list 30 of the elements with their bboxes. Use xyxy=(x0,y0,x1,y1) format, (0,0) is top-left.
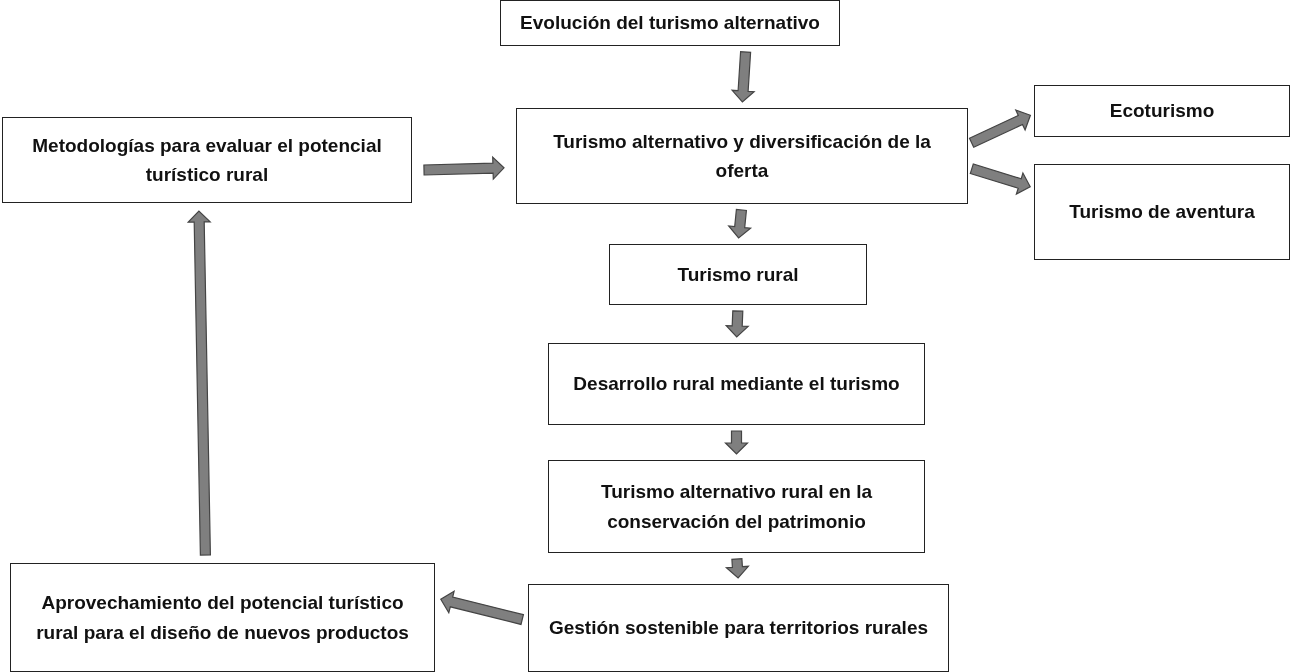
block-arrow xyxy=(730,51,756,103)
box-text: Turismo alternativo y diversificación de la oferta xyxy=(552,129,932,183)
box-text: Turismo rural xyxy=(677,262,799,287)
box-text: Turismo alternativo rural en la conservación del patrimonio xyxy=(600,480,873,534)
process-box xyxy=(609,244,867,305)
block-arrow xyxy=(186,210,212,556)
block-arrow xyxy=(423,155,505,181)
box-text: Desarrollo rural mediante el turismo xyxy=(573,372,900,397)
block-arrow xyxy=(724,430,749,455)
box-text: Ecoturismo xyxy=(1109,99,1215,124)
box-text: Turismo de aventura xyxy=(1069,200,1255,225)
process-box xyxy=(500,0,840,46)
process-box xyxy=(10,563,435,672)
block-arrow xyxy=(968,108,1032,149)
block-arrow xyxy=(727,208,753,239)
box-text: Evolución del turismo alternativo xyxy=(520,11,820,36)
process-box xyxy=(1034,164,1290,260)
box-text: Metodologías para evaluar el potencial turístico rural xyxy=(31,133,383,187)
box-text: Gestión sostenible para territorios rurales xyxy=(548,616,929,641)
block-arrow xyxy=(439,590,525,626)
process-box xyxy=(1034,85,1290,137)
process-box xyxy=(516,108,968,204)
block-arrow xyxy=(724,558,750,579)
block-arrow xyxy=(969,163,1031,196)
box-text: Aprovechamiento del potencial turístico rural para el diseño de nuevos productos xyxy=(35,591,410,645)
process-box xyxy=(548,343,925,425)
process-box xyxy=(528,584,949,672)
process-box xyxy=(548,460,925,553)
process-box xyxy=(2,117,412,203)
block-arrow xyxy=(724,310,750,338)
